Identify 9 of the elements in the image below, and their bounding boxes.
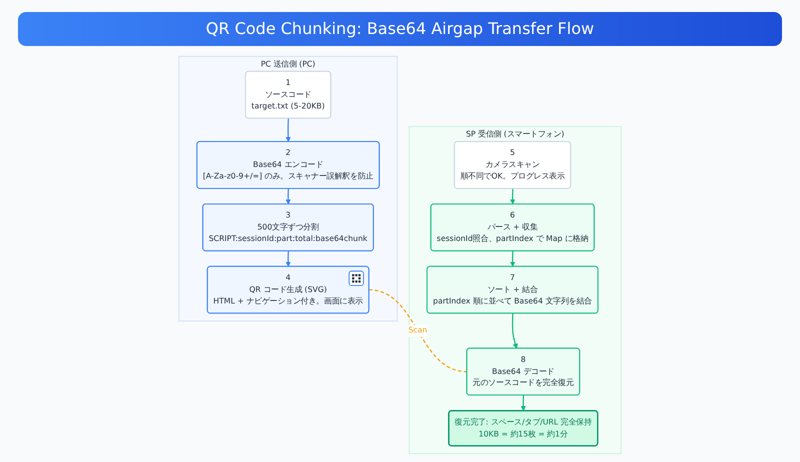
arrow xyxy=(520,395,526,412)
title-banner: QR Code Chunking: Base64 Airgap Transfer Flow xyxy=(18,12,782,46)
connector xyxy=(368,289,467,372)
arrow xyxy=(286,251,291,267)
arrow xyxy=(286,118,291,142)
arrow xyxy=(512,314,518,349)
arrow xyxy=(510,188,516,204)
arrow xyxy=(286,188,291,204)
arrow xyxy=(510,251,516,267)
